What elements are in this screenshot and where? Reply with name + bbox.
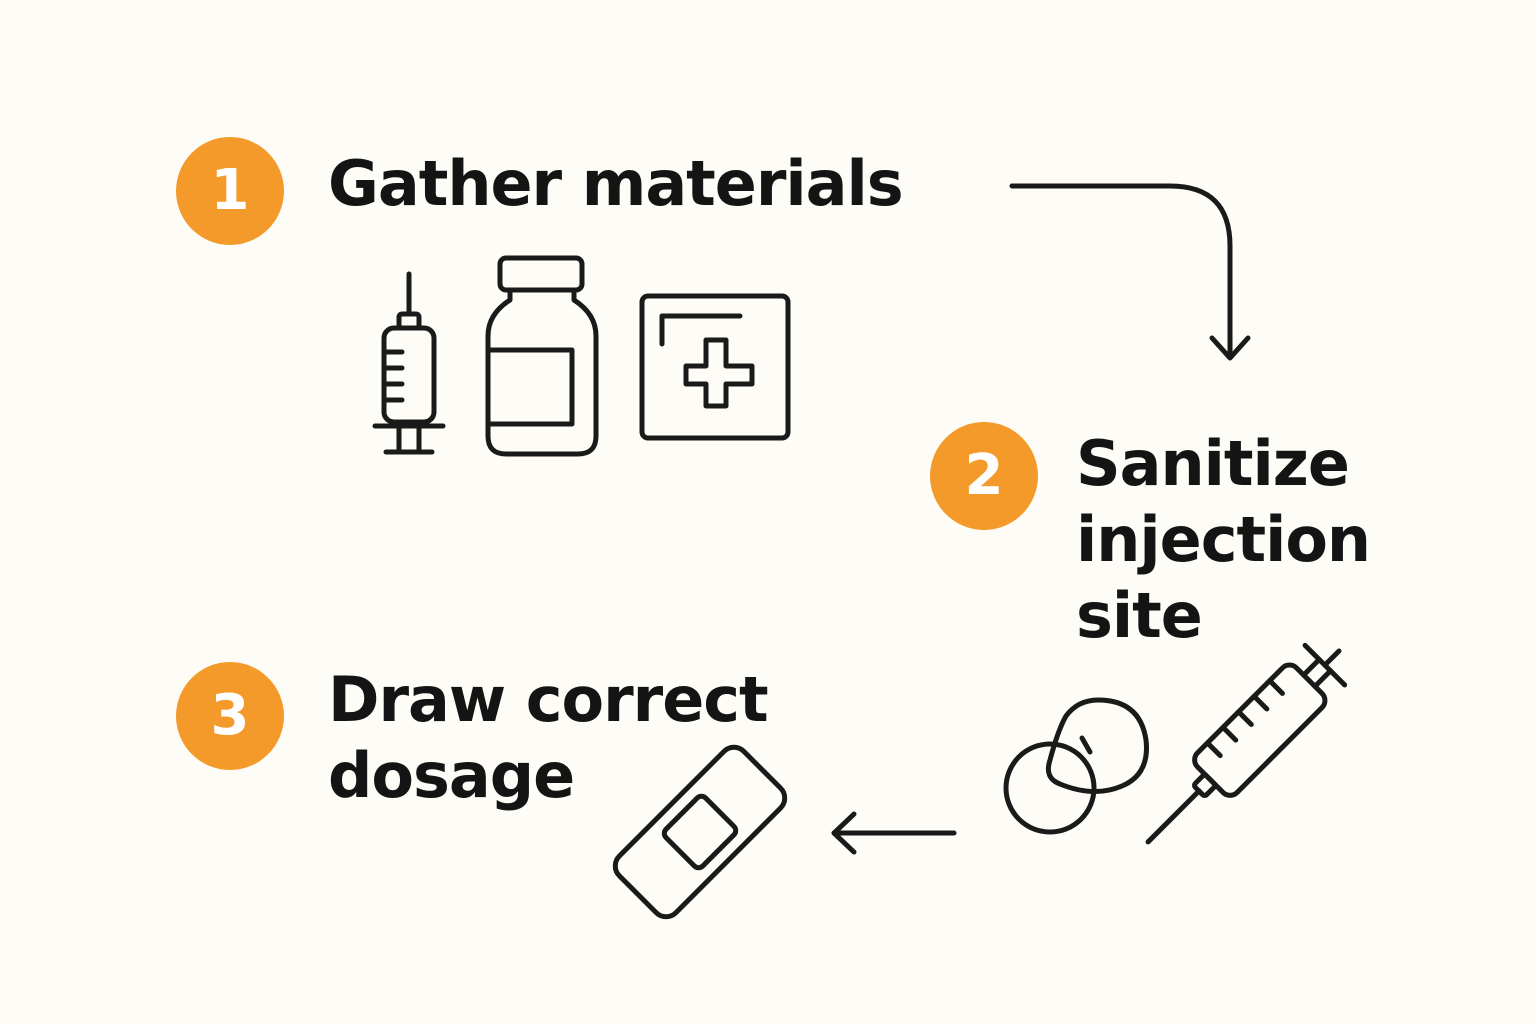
step-3-title: Draw correct dosage (328, 662, 769, 814)
cotton-pads-icon (1003, 697, 1149, 835)
step-1-title-line: Gather materials (328, 147, 904, 220)
step-2-title-line: site (1076, 579, 1203, 652)
syringe-icon (372, 271, 446, 455)
step-3-title-line: Draw correct (328, 663, 769, 736)
step-3-title-line: dosage (328, 739, 575, 812)
step-1-badge: 1 (176, 137, 284, 245)
step-2-badge: 2 (930, 422, 1038, 530)
syringe-diagonal-icon (1145, 642, 1348, 845)
step-2-title: Sanitize injection site (1076, 426, 1371, 654)
bandage-icon (612, 744, 788, 920)
step-1-title: Gather materials (328, 146, 904, 222)
step-2-title-line: injection (1076, 503, 1371, 576)
arrow-step2-to-step3 (831, 811, 957, 855)
vial-icon (485, 255, 599, 457)
first-aid-kit-icon (639, 293, 791, 441)
arrow-step1-to-step2 (1009, 183, 1251, 361)
step-2-title-line: Sanitize (1076, 427, 1350, 500)
step-3-badge: 3 (176, 662, 284, 770)
